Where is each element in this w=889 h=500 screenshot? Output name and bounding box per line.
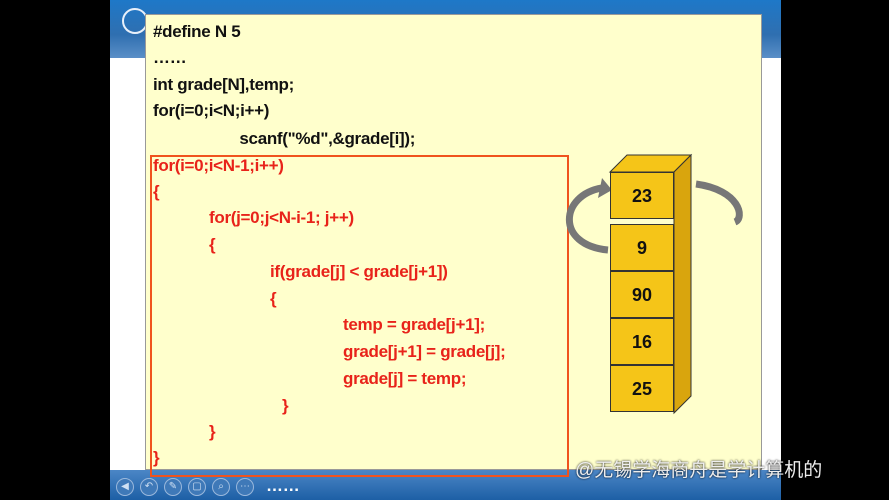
- back-icon[interactable]: ↶: [140, 478, 158, 496]
- swap-arrow-left-icon: [566, 184, 609, 254]
- code-line: ……: [153, 48, 187, 67]
- array-cell: 23: [610, 172, 674, 219]
- code-line: scanf("%d",&grade[i]);: [204, 129, 416, 148]
- code-line: }: [209, 422, 216, 441]
- code-line: {: [153, 182, 160, 201]
- array-cell: 90: [610, 271, 674, 318]
- array-cell: 9: [610, 224, 674, 271]
- watermark: @无锡学海商舟是学计算机的: [575, 460, 823, 481]
- more-icon[interactable]: ⋯: [236, 478, 254, 496]
- page-icon[interactable]: ▢: [188, 478, 206, 496]
- pen-icon[interactable]: ✎: [164, 478, 182, 496]
- swap-arrow-right-icon: [695, 180, 743, 226]
- array-cell: 25: [610, 365, 674, 412]
- code-line: if(grade[j] < grade[j+1]): [270, 262, 448, 281]
- code-line: {: [270, 289, 277, 308]
- zoom-icon[interactable]: ⌕: [212, 478, 230, 496]
- code-line: for(i=0;i<N;i++): [153, 101, 270, 120]
- code-line: for(i=0;i<N-1;i++): [153, 156, 284, 175]
- code-line: }: [282, 396, 289, 415]
- array-cell: 16: [610, 318, 674, 365]
- code-line: {: [209, 235, 216, 254]
- highlight-box: [150, 155, 569, 477]
- code-line: ……: [266, 476, 300, 495]
- code-line: temp = grade[j+1];: [343, 315, 485, 334]
- code-line: grade[j+1] = grade[j];: [343, 342, 506, 361]
- prev-icon[interactable]: ◀: [116, 478, 134, 496]
- code-line: for(j=0;j<N-i-1; j++): [209, 208, 354, 227]
- code-line: #define N 5: [153, 22, 241, 41]
- code-line: }: [153, 448, 160, 467]
- code-line: grade[j] = temp;: [343, 369, 467, 388]
- code-line: int grade[N],temp;: [153, 75, 294, 94]
- array-stack-graphic: [566, 153, 743, 415]
